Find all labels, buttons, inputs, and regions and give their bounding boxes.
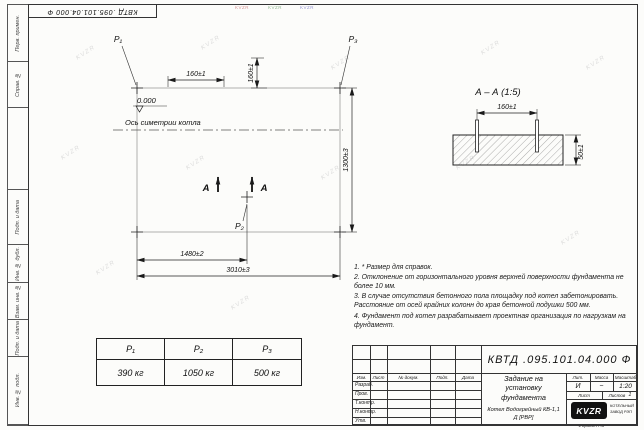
tb-row-razrab: Разраб. [355,382,374,388]
load-table-value-row: 390 кг 1050 кг 500 кг [97,360,301,385]
svg-text:1480±2: 1480±2 [180,251,203,258]
tb-scale-label: Масштаб [614,374,637,380]
load-table-value: 390 кг [97,360,165,385]
tb-row-prov: Пров. [355,391,369,397]
svg-text:1300±3: 1300±3 [343,148,350,171]
dim-160-vertical: 160±1 [248,57,267,89]
p2-leader [242,203,248,222]
section-view: А – А (1:5) 160±1 50±1 [452,87,585,166]
svg-text:160±1: 160±1 [497,104,517,111]
dim-1480: 1480±2 [136,205,248,280]
company-name: КОТЕЛЬНЫЙ ЗАВОД РЭП [610,404,637,415]
tb-row-utv: Утв. [355,418,367,424]
margin-cell-podp-data-2: Подп. и дата [8,320,28,357]
tb-row-nkontr: Н.контр. [355,409,377,415]
margin-cell-inv-podl: Инв. № подл. [8,357,28,425]
section-dim-50: 50±1 [565,134,585,166]
anchor-bolt [535,119,539,153]
tb-doc-number: КВТД .095.101.04.000 Ф [487,353,632,366]
section-title: А – А (1:5) [474,87,520,98]
level-mark-symbol [133,105,167,113]
foundation-block [452,134,564,166]
note-4: 4. Фундамент под котел разрабатывает про… [354,312,626,329]
kvzr-logo: KVZR [571,402,607,419]
p2-label: P₂ [235,221,245,231]
svg-text:50±1: 50±1 [578,144,585,160]
section-cut-marks: А А [202,176,268,194]
tb-product-name: Котел Водогрейный КВ-1,1 Д [РВР] [487,407,560,421]
margin-label: Подп. и дата [15,199,21,235]
anchor-bolt-marks [131,82,346,238]
technical-notes: 1. * Размер для справок. 2. Отклонение о… [354,263,632,331]
tb-row-tkontr: Т.контр. [355,400,376,406]
load-table-header: P₂ [165,339,233,360]
margin-label: Инв. № подл. [15,373,21,408]
tb-lit-label: Лит. [572,374,584,380]
foundation-plan: Ось симетрии котла 0.000 P₁ P₃ P₂ 160±1 [113,34,358,280]
load-table-header: P₃ [233,339,301,360]
margin-label: Подп. и дата [15,320,21,356]
dim-3010: 3010±3 [136,234,341,280]
tb-mass-label: Масса [594,374,609,380]
tb-scale-value: 1:20 [619,382,632,390]
level-mark: 0.000 [137,96,157,105]
tb-col-list: Лист [372,374,385,380]
p1-label: P₁ [114,34,123,44]
format-label: Формат А3 [578,424,605,429]
load-table-value: 500 кг [253,367,281,378]
tb-sheets: Листов 1 [602,391,638,399]
svg-text:А: А [202,183,210,194]
margin-cell-inv-dubl: Инв. № дубл. [8,245,28,283]
svg-text:160±1: 160±1 [186,71,206,78]
svg-text:3010±3: 3010±3 [226,267,249,274]
margin-cell-sprav-no: Справ. № [8,62,28,108]
tb-mass-value: – [599,383,604,389]
tb-sheets-label: Листов [608,392,626,398]
margin-label: Взам. инв. № [15,283,21,319]
tb-col-dokum: № докум. [398,374,419,380]
tb-sheets-value: 1 [628,392,632,398]
load-table-header-row: P₁ P₂ P₃ [97,339,301,360]
p1-leader [121,45,137,86]
margin-label: Инв. № дубл. [15,246,21,281]
tb-col-data: Дата [461,374,475,380]
margin-label: Справ. № [15,71,21,98]
p3-leader [340,45,351,86]
axis-label: Ось симетрии котла [125,118,201,127]
section-dim-160: 160±1 [476,104,538,120]
tb-sheet-label: Лист [578,392,590,398]
dim-1300: 1300±3 [342,87,357,233]
tb-col-podp: Подп. [436,374,449,380]
tb-lit-value: И [575,382,581,390]
load-table: P₁ P₂ P₃ 390 кг 1050 кг 500 кг [96,338,302,386]
anchor-bolt [475,119,479,153]
p3-label: P₃ [348,34,358,44]
dim-160-horizontal: 160±1 [167,71,225,87]
title-block: Изм. Лист № докум. Подп. Дата Разраб. Пр… [352,345,638,426]
margin-cell-perv-primen: Перв. примен. [8,5,28,62]
corner-stamp: КВТД .095.101.04.000 Ф [29,5,157,18]
corner-stamp-number: КВТД .095.101.04.000 Ф [47,7,138,15]
margin-cell-empty [8,108,28,190]
load-table-header: P₁ [97,339,165,360]
note-3: 3. В случае отсутствия бетонного пола пл… [354,293,619,310]
company-line-1: КОТЕЛЬНЫЙ [610,404,634,408]
margin-cell-vzam-inv: Взам. инв. № [8,283,28,320]
tb-col-izm: Изм. [356,374,367,380]
load-table-value: 1050 кг [165,360,233,385]
tb-drawing-title: Задание на установку фундамента [501,374,546,402]
drawing-frame [28,4,638,426]
note-1: 1. * Размер для справок. [354,264,433,271]
foundation-outline [136,87,341,233]
company-line-2: ЗАВОД РЭП [610,409,632,414]
svg-text:А: А [260,183,268,194]
note-2: 2. Отклонение от горизонтального уровня … [354,274,624,291]
margin-cell-podp-data-1: Подп. и дата [8,190,28,245]
margin-label: Перв. примен. [15,14,21,52]
svg-text:160±1: 160±1 [248,63,255,83]
